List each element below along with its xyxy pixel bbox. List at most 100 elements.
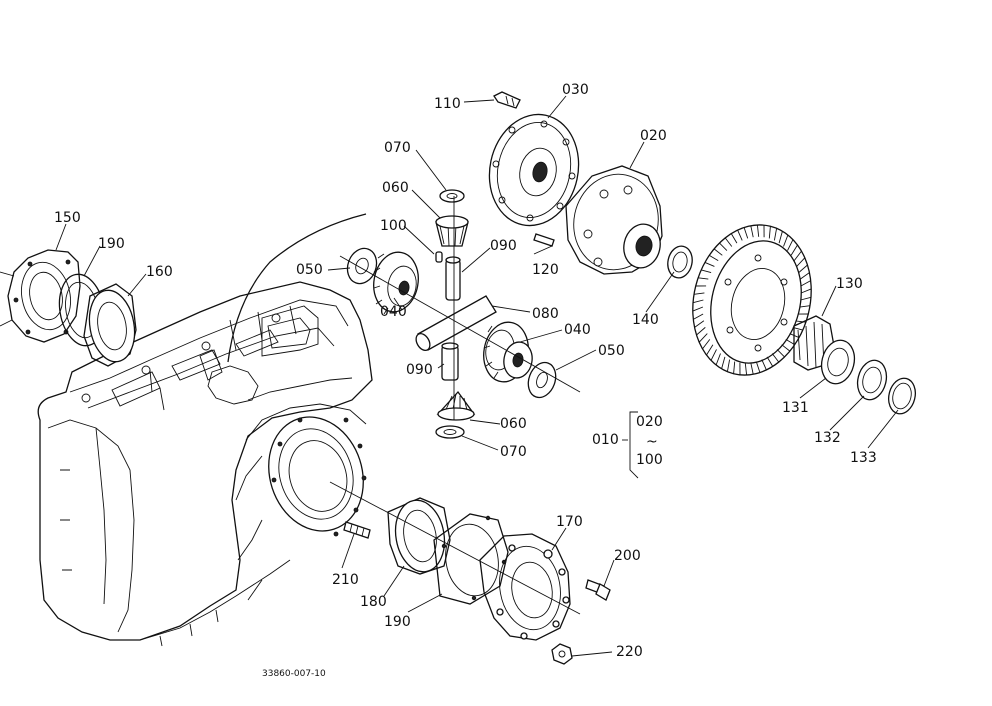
- ring-gear-tooth: [719, 242, 728, 251]
- ring-gear-tooth: [768, 226, 771, 239]
- lock-pin-100: [435, 251, 443, 263]
- ring-gear-tooth: [704, 261, 715, 267]
- assembly-group-010: 010 020 ~ 100: [592, 411, 663, 479]
- ring-gear-tooth: [798, 264, 808, 273]
- ring-gear-tooth: [761, 359, 767, 371]
- label-180: 180: [360, 594, 387, 610]
- label-080: 080: [532, 306, 559, 322]
- bearing-140: [667, 245, 693, 279]
- thrust-washer-070-top: [439, 189, 465, 203]
- pinion-gear-060-top: [435, 215, 469, 247]
- label-150: 150: [54, 210, 81, 226]
- label-160: 160: [146, 264, 173, 280]
- label-070-top: 070: [384, 140, 411, 156]
- ring-gear-tooth: [750, 362, 754, 375]
- ring-gear-tooth: [799, 272, 810, 280]
- leader-lines: [55, 95, 899, 657]
- label-090-top: 090: [490, 238, 517, 254]
- label-110: 110: [434, 96, 461, 112]
- label-070-bottom: 070: [500, 444, 527, 460]
- thrust-washer-050-left: [346, 247, 378, 285]
- left-bearing-160: [83, 283, 137, 367]
- ring-gear-tooth: [698, 277, 709, 280]
- label-133: 133: [850, 450, 877, 466]
- ring-gear-tooth: [693, 292, 705, 295]
- ring-gear-tooth: [783, 234, 789, 247]
- left-axle-housing-150: [0, 249, 81, 343]
- stud-210: [343, 521, 371, 539]
- pinion-shaft-bush-090-top: [445, 256, 461, 301]
- ring-gear-tooth: [726, 359, 731, 372]
- label-190-bottom: 190: [384, 614, 411, 630]
- bearing-180: [387, 497, 451, 575]
- label-090-bottom: 090: [406, 362, 433, 378]
- ring-gear-tooth: [692, 306, 704, 312]
- ring-gear-tooth: [755, 361, 761, 373]
- label-210: 210: [332, 572, 359, 588]
- label-131: 131: [782, 400, 809, 416]
- ring-gear-tooth: [785, 339, 795, 345]
- ring-gear-tooth: [694, 320, 705, 328]
- ring-gear-tooth: [756, 224, 760, 237]
- ring-gear-tooth: [750, 225, 754, 238]
- ring-gear-tooth: [733, 361, 736, 374]
- label-120: 120: [532, 262, 559, 278]
- bolt-200: [585, 579, 611, 601]
- ring-gear-tooth: [721, 356, 726, 369]
- label-100: 100: [380, 218, 407, 234]
- thrust-washer-070-bottom: [435, 425, 465, 439]
- ring-gear-tooth: [737, 229, 743, 241]
- drawing-code: 33860-007-10: [262, 669, 326, 679]
- label-040-left: 040: [380, 304, 407, 320]
- ring-gear-tooth: [778, 231, 783, 244]
- ring-gear-tooth: [781, 344, 791, 352]
- label-020: 020: [640, 128, 667, 144]
- ring-gear-tooth: [730, 233, 738, 244]
- ring-gear-tooth: [702, 339, 711, 350]
- pinion-shaft-bush-090-bottom: [441, 342, 459, 381]
- bolt-110: [493, 91, 521, 109]
- ring-gear-tooth: [800, 288, 812, 294]
- label-010-to: 100: [636, 452, 663, 468]
- label-170: 170: [556, 514, 583, 530]
- shim-131: [820, 339, 856, 385]
- ring-gear-tooth: [715, 353, 721, 366]
- side-gear-040-right: [483, 321, 533, 383]
- side-gear-040-left: [373, 251, 419, 315]
- pinion-shaft-080: [415, 295, 497, 352]
- ring-gear-tooth: [744, 363, 748, 376]
- ring-gear-tooth: [724, 237, 733, 247]
- ring-gear-tooth: [709, 255, 719, 261]
- ring-gear-tooth: [793, 250, 802, 261]
- ring-gear-tooth: [800, 280, 811, 287]
- ring-gear-tooth: [771, 353, 780, 363]
- label-132: 132: [814, 430, 841, 446]
- ring-gear-tooth: [790, 244, 798, 256]
- ring-gear-tooth: [787, 239, 794, 251]
- ring-gear-tooth: [693, 313, 704, 320]
- diff-case-020: [565, 165, 663, 275]
- ring-gear-tooth: [743, 227, 749, 239]
- transmission-housing: [37, 213, 373, 647]
- label-040-right: 040: [564, 322, 591, 338]
- axle-case-170: [479, 533, 571, 641]
- ring-gear-tooth: [701, 269, 712, 274]
- label-220: 220: [616, 644, 643, 660]
- ring-gear-tooth: [800, 296, 812, 301]
- label-200: 200: [614, 548, 641, 564]
- label-130: 130: [836, 276, 863, 292]
- part-labels: 110 030 020 070 060 100 090 120 150 190 …: [54, 82, 877, 660]
- label-060-top: 060: [382, 180, 409, 196]
- ring-gear: [692, 224, 812, 376]
- ring-gear-tooth: [799, 305, 811, 308]
- circlip-133: [888, 377, 916, 415]
- label-010: 010: [592, 432, 619, 448]
- pinion-gear-060-bottom: [436, 390, 476, 421]
- ring-gear-tooth: [776, 349, 785, 358]
- label-010-tilde: ~: [646, 434, 658, 450]
- ring-gear-tooth: [710, 349, 717, 361]
- ring-gear-tooth: [766, 356, 774, 367]
- ring-gear-tooth: [706, 344, 714, 356]
- diff-case-cover-030: [488, 113, 580, 227]
